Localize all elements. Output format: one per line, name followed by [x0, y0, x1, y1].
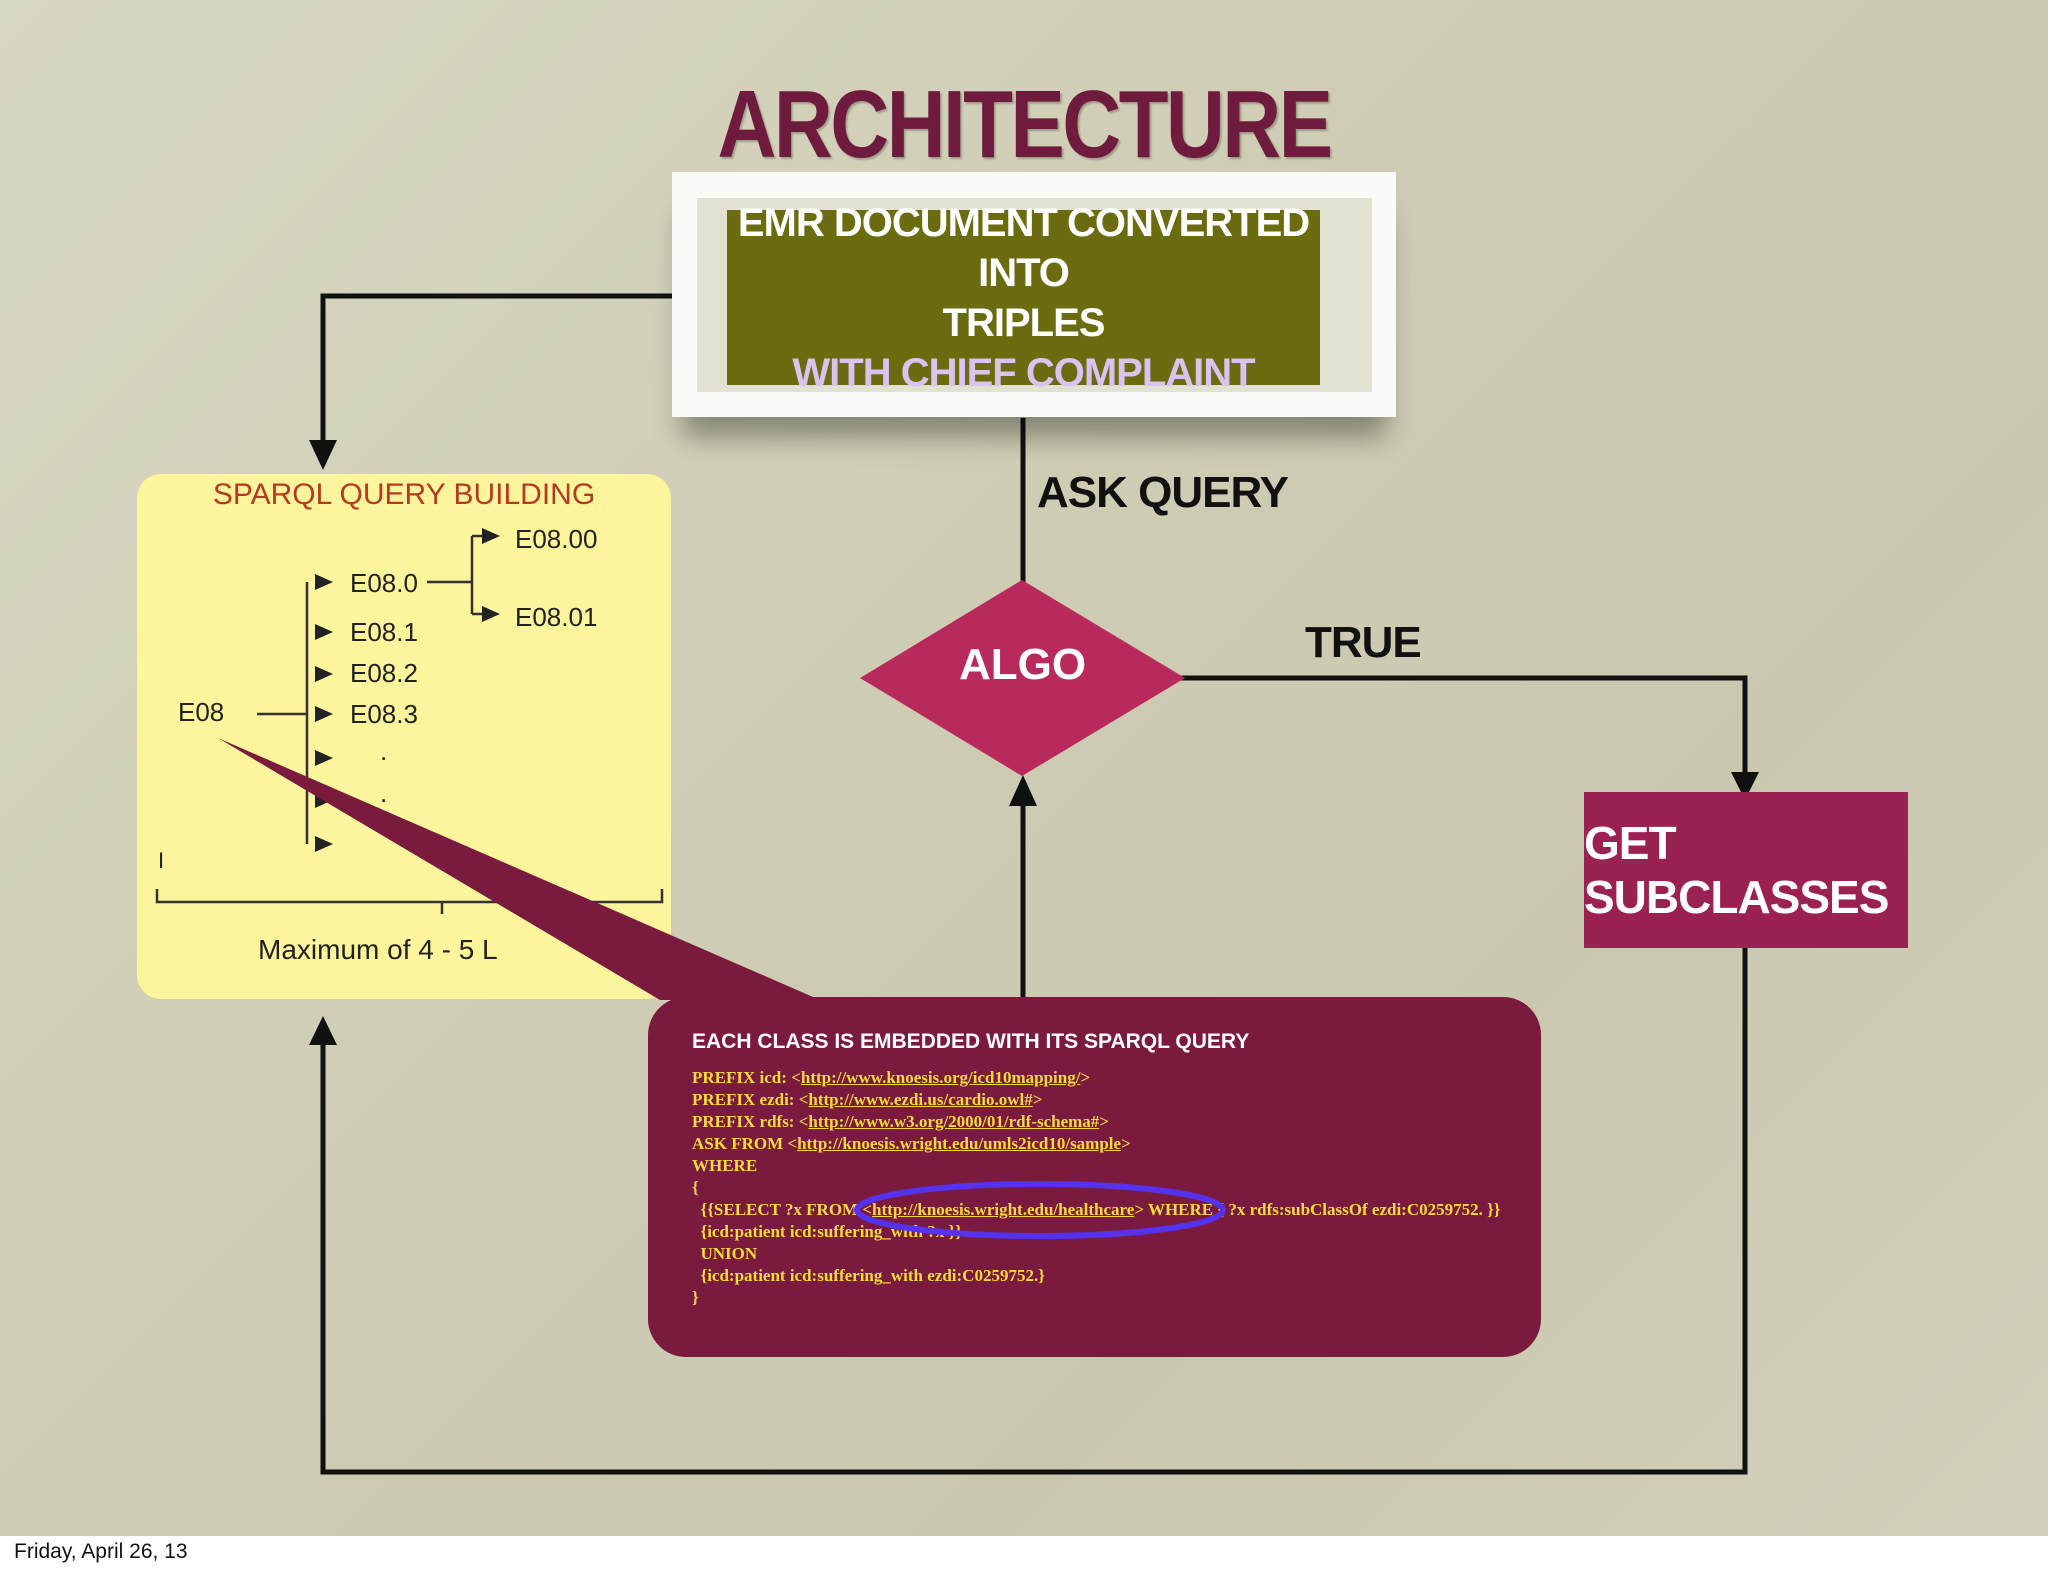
code-line-2: PREFIX ezdi: <http://www.ezdi.us/cardio.…: [692, 1090, 1043, 1109]
arrowhead-algo: [1009, 775, 1037, 806]
tree-child-5: .: [380, 736, 388, 766]
get-subclasses-box: GET SUBCLASSES: [1584, 792, 1908, 948]
ask-query-label: ASK QUERY: [1037, 468, 1289, 517]
algo-label: ALGO: [958, 640, 1087, 689]
tree-child-6: .: [380, 778, 388, 808]
emr-line-1: EMR DOCUMENT CONVERTED INTO: [737, 200, 1310, 295]
arrowhead-loop: [309, 1016, 337, 1045]
code-line-9: UNION: [692, 1244, 758, 1263]
code-link-2[interactable]: http://www.ezdi.us/cardio.owl#: [808, 1090, 1033, 1109]
code-line-4: ASK FROM <http://knoesis.wright.edu/umls…: [692, 1134, 1131, 1153]
callout-pointer: [218, 738, 820, 1000]
sparql-callout-box: [648, 997, 1541, 1357]
callout-heading: EACH CLASS IS EMBEDDED WITH ITS SPARQL Q…: [692, 1030, 1250, 1053]
code-line-10: {icd:patient icd:suffering_with ezdi:C02…: [692, 1266, 1045, 1285]
code-line-6: {: [692, 1178, 699, 1197]
code-line-7: {{SELECT ?x FROM <http://knoesis.wright.…: [692, 1200, 1501, 1219]
arrowhead-sparql: [309, 440, 337, 470]
code-line-1: PREFIX icd: <http://www.knoesis.org/icd1…: [692, 1068, 1091, 1087]
algo-diamond: [860, 580, 1185, 776]
footer-date: Friday, April 26, 13: [14, 1540, 188, 1563]
tree-marker: I: [158, 848, 165, 873]
tree-child-2: E08.1: [350, 617, 418, 647]
connector-algo-to-subclasses: [1180, 675, 1748, 775]
code-line-3: PREFIX rdfs: <http://www.w3.org/2000/01/…: [692, 1112, 1109, 1131]
class-tree: [155, 528, 664, 914]
emr-line-2: TRIPLES: [942, 300, 1106, 345]
connector-emr-to-sparql: [320, 293, 727, 440]
code-link-3[interactable]: http://www.w3.org/2000/01/rdf-schema#: [808, 1112, 1100, 1131]
code-line-11: }: [692, 1288, 699, 1307]
tree-caption: Maximum of 4 - 5 L: [258, 934, 498, 965]
code-link-5[interactable]: http://knoesis.wright.edu/healthcare: [872, 1200, 1135, 1219]
connector-loop: [320, 948, 1748, 1475]
arrowhead-subclasses: [1731, 772, 1759, 800]
code-link-1[interactable]: http://www.knoesis.org/icd10mapping/: [800, 1068, 1081, 1087]
tree-grandchild-1: E08.00: [515, 524, 598, 554]
highlight-ring: [854, 1181, 1226, 1239]
tree-child-1: E08.0: [350, 568, 418, 598]
tree-root: E08: [178, 697, 225, 727]
slide: ARCHITECTURE EMR DOCUMENT: [0, 0, 2048, 1536]
tree-child-3: E08.2: [350, 658, 418, 688]
emr-line-3: WITH CHIEF COMPLAINT: [792, 350, 1255, 395]
code-line-5: WHERE: [692, 1156, 758, 1175]
sparql-building-title: SPARQL QUERY BUILDING: [212, 478, 596, 511]
code-link-4[interactable]: http://knoesis.wright.edu/umls2icd10/sam…: [797, 1134, 1122, 1153]
true-label: TRUE: [1305, 618, 1422, 667]
tree-grandchild-2: E08.01: [515, 602, 598, 632]
emr-document-box: EMR DOCUMENT CONVERTED INTO TRIPLES WITH…: [727, 201, 1320, 395]
tree-child-4: E08.3: [350, 699, 418, 729]
page-title: ARCHITECTURE: [717, 71, 1333, 178]
flow-connectors: [309, 293, 1759, 1475]
